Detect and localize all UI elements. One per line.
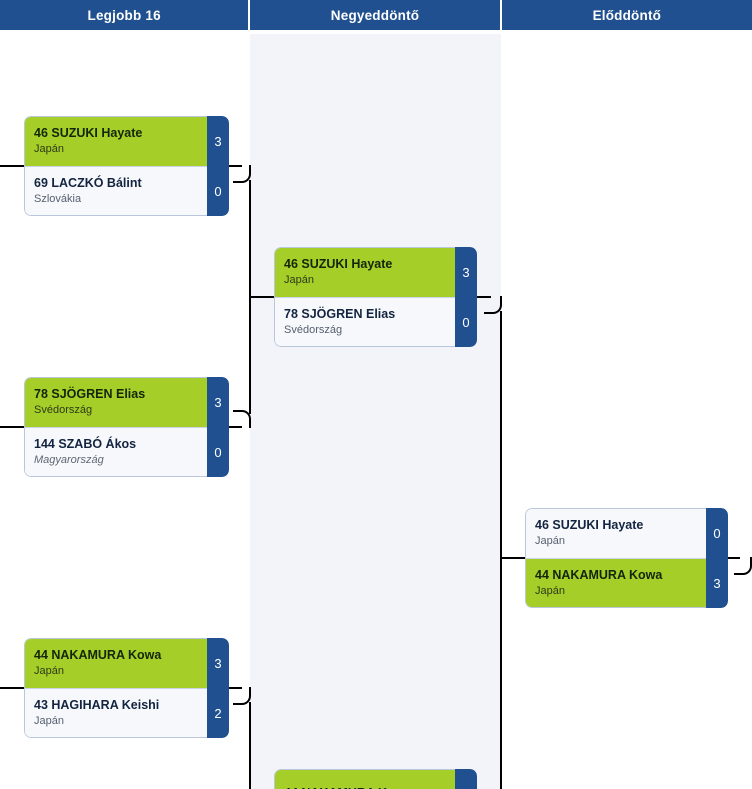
match-rows: 46 SUZUKI Hayate Japán 44 NAKAMURA Kowa … <box>525 508 706 608</box>
connector-in-r16-match-3 <box>0 687 24 689</box>
score-strip: 0 3 <box>706 508 728 608</box>
player-country: Szlovákia <box>34 192 82 205</box>
connector-in-r16-match-2 <box>0 426 24 428</box>
player-country: Magyarország <box>34 453 104 466</box>
connector-vertical-qf-top <box>500 311 502 557</box>
connector-corner-r16-match-3 <box>233 687 251 705</box>
quarterfinal-column-band <box>250 34 501 789</box>
match-rows: 44 NAKAMURA Kowa Japán 43 HAGIHARA Keish… <box>24 638 207 738</box>
score-strip: 3 0 <box>455 247 477 347</box>
player-country: Japán <box>34 665 64 677</box>
player-row-top[interactable]: 46 SUZUKI Hayate Japán <box>275 248 455 297</box>
score-top <box>455 769 477 789</box>
score-top: 3 <box>214 133 222 149</box>
player-name: 46 SUZUKI Hayate <box>535 518 644 532</box>
player-country: Japán <box>34 143 64 155</box>
player-country: Japán <box>535 584 565 597</box>
match-card-qf-2[interactable]: 44 NAKAMURA Kowa <box>274 769 477 789</box>
player-row-bottom[interactable]: 144 SZABÓ Ákos Magyarország <box>25 427 207 476</box>
match-rows: 78 SJÖGREN Elias Svédország 144 SZABÓ Ák… <box>24 377 207 477</box>
player-country: Japán <box>34 714 64 727</box>
score-top: 0 <box>713 525 721 541</box>
connector-corner-r16-match-2 <box>233 410 251 428</box>
player-name: 78 SJÖGREN Elias <box>34 387 146 401</box>
round-header-row: Legjobb 16 Negyeddöntő Előddöntő <box>0 0 752 30</box>
match-rows: 46 SUZUKI Hayate Japán 78 SJÖGREN Elias … <box>274 247 455 347</box>
score-top: 3 <box>214 655 222 671</box>
round-header-negyeddonto[interactable]: Negyeddöntő <box>250 0 500 30</box>
match-rows: 46 SUZUKI Hayate Japán 69 LACZKÓ Bálint … <box>24 116 207 216</box>
match-card-r16-3[interactable]: 44 NAKAMURA Kowa Japán 43 HAGIHARA Keish… <box>24 638 229 738</box>
score-strip: 3 2 <box>207 638 229 738</box>
connector-in-sf-match-1 <box>500 557 526 559</box>
score-bottom: 0 <box>214 183 222 199</box>
player-country: Svédország <box>34 404 93 416</box>
player-row-top[interactable]: 44 NAKAMURA Kowa <box>275 770 455 789</box>
player-name: 43 HAGIHARA Keishi <box>34 697 160 712</box>
score-bottom: 3 <box>713 575 721 591</box>
connector-vertical-r16-top <box>249 180 251 298</box>
player-name: 46 SUZUKI Hayate <box>34 126 143 140</box>
match-card-sf-1[interactable]: 46 SUZUKI Hayate Japán 44 NAKAMURA Kowa … <box>525 508 728 608</box>
player-name: 44 NAKAMURA Kowa <box>34 648 162 662</box>
player-country: Japán <box>535 535 565 547</box>
player-name: 44 NAKAMURA Kowa <box>284 786 455 789</box>
connector-in-r16-match-1 <box>0 165 24 167</box>
player-country: Japán <box>284 274 314 286</box>
match-card-r16-2[interactable]: 78 SJÖGREN Elias Svédország 144 SZABÓ Ák… <box>24 377 229 477</box>
connector-vertical-qf-bottom <box>500 557 502 789</box>
match-card-r16-1[interactable]: 46 SUZUKI Hayate Japán 69 LACZKÓ Bálint … <box>24 116 229 216</box>
score-strip <box>455 769 477 789</box>
connector-vertical-r16-bottom <box>249 296 251 414</box>
match-card-qf-1[interactable]: 46 SUZUKI Hayate Japán 78 SJÖGREN Elias … <box>274 247 477 347</box>
player-row-bottom[interactable]: 43 HAGIHARA Keishi Japán <box>25 688 207 737</box>
player-row-top[interactable]: 78 SJÖGREN Elias Svédország <box>25 378 207 427</box>
player-name: 69 LACZKÓ Bálint <box>34 175 142 190</box>
round-header-elodonto[interactable]: Előddöntő <box>501 0 752 30</box>
connector-corner-sf-match-1 <box>734 557 752 575</box>
player-name: 46 SUZUKI Hayate <box>284 257 393 271</box>
player-name: 78 SJÖGREN Elias <box>284 306 396 321</box>
connector-vertical-r16-match-3 <box>249 702 251 789</box>
round-header-legjobb-16[interactable]: Legjobb 16 <box>0 0 249 30</box>
player-name: 144 SZABÓ Ákos <box>34 436 137 451</box>
player-row-bottom[interactable]: 78 SJÖGREN Elias Svédország <box>275 297 455 346</box>
score-bottom: 0 <box>214 444 222 460</box>
score-top: 3 <box>214 394 222 410</box>
player-row-bottom[interactable]: 69 LACZKÓ Bálint Szlovákia <box>25 166 207 215</box>
match-rows: 44 NAKAMURA Kowa <box>274 769 455 789</box>
player-row-bottom[interactable]: 44 NAKAMURA Kowa Japán <box>526 558 706 607</box>
score-bottom: 2 <box>214 705 222 721</box>
score-top: 3 <box>462 264 470 280</box>
player-row-top[interactable]: 44 NAKAMURA Kowa Japán <box>25 639 207 688</box>
connector-corner-qf-match-1 <box>484 296 502 314</box>
player-country: Svédország <box>284 323 343 336</box>
player-row-top[interactable]: 46 SUZUKI Hayate Japán <box>25 117 207 166</box>
connector-corner-r16-match-1 <box>233 165 251 183</box>
connector-in-qf-match-1 <box>249 296 275 298</box>
score-bottom: 0 <box>462 314 470 330</box>
score-strip: 3 0 <box>207 116 229 216</box>
score-strip: 3 0 <box>207 377 229 477</box>
player-name: 44 NAKAMURA Kowa <box>535 567 663 582</box>
player-row-top[interactable]: 46 SUZUKI Hayate Japán <box>526 509 706 558</box>
